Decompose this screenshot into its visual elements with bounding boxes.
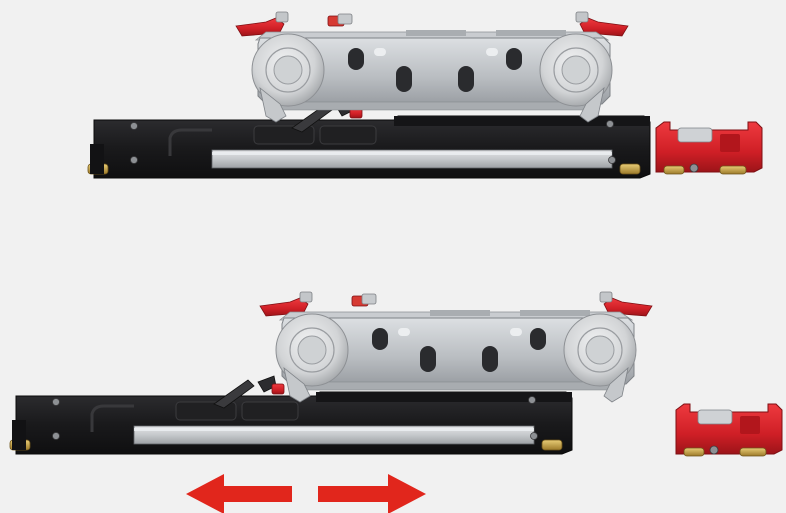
top-carriage bbox=[235, 11, 629, 123]
top-carriage bbox=[259, 291, 653, 403]
black-rail bbox=[86, 114, 652, 180]
red-end-stop bbox=[655, 121, 763, 175]
assembly-closed bbox=[86, 11, 763, 180]
assembly-open bbox=[8, 291, 783, 457]
red-end-stop bbox=[675, 403, 783, 457]
arrow-left-icon bbox=[186, 474, 292, 513]
black-rail bbox=[8, 390, 574, 456]
direction-arrows bbox=[186, 474, 426, 513]
arrow-right-icon bbox=[318, 474, 426, 513]
